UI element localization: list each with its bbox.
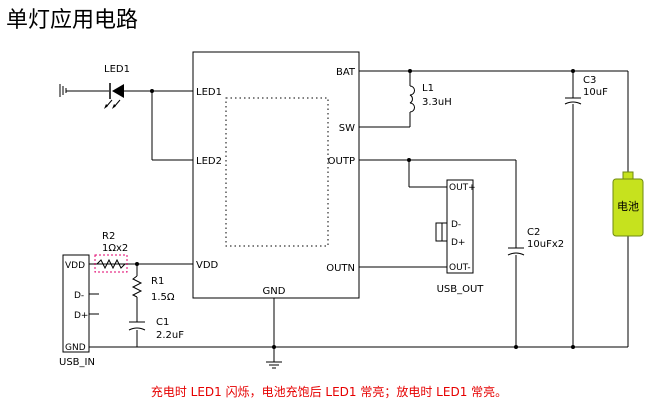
c3-ref: C3: [583, 75, 596, 86]
ground-icon: [266, 361, 282, 369]
usb-in-pin-4: GND: [65, 343, 86, 353]
c2-value: 10uFx2: [527, 239, 564, 250]
r1-ref: R1: [151, 276, 164, 287]
page-title: 单灯应用电路: [6, 8, 138, 33]
pin-gnd: GND: [263, 286, 286, 297]
usb-in-body: [62, 254, 90, 353]
pin-bat: BAT: [336, 67, 356, 78]
resistor-r1-icon: [131, 275, 143, 298]
usb-in-pin-3: D+: [74, 311, 88, 321]
wires: [59, 70, 629, 362]
usb-in-pin-1: VDD: [65, 261, 85, 271]
resistor-r2-icon: [96, 258, 126, 270]
l1-ref: L1: [422, 83, 434, 94]
usb-out-pin-3: D+: [451, 238, 465, 248]
c1-ref: C1: [156, 317, 169, 328]
usb-out-pin-4: OUT-: [449, 263, 471, 273]
pin-vdd: VDD: [196, 260, 219, 271]
pin-outn: OUTN: [326, 263, 355, 274]
usb-out-pin-1: OUT+: [449, 183, 476, 193]
led-label: LED1: [104, 64, 130, 75]
c1-value: 2.2uF: [156, 330, 184, 341]
capacitor-c2-icon: [507, 247, 525, 256]
junction-dots: [135, 69, 575, 349]
pin-led2: LED2: [196, 156, 222, 167]
c3-value: 10uF: [583, 87, 608, 98]
battery-label: 电池: [617, 200, 639, 213]
inductor-icon: [409, 85, 415, 113]
ic-body: [192, 51, 360, 299]
pin-led1: LED1: [196, 87, 222, 98]
usb-in-label: USB_IN: [59, 357, 95, 368]
r2-ref: R2: [102, 231, 115, 242]
caption: 充电时 LED1 闪烁，电池充饱后 LED1 常亮；放电时 LED1 常亮。: [151, 384, 507, 399]
battery-icon: [612, 178, 644, 237]
usb-in-pin-2: D-: [74, 291, 84, 301]
c2-ref: C2: [527, 227, 540, 238]
capacitor-c1-icon: [128, 321, 146, 331]
pin-sw: SW: [339, 123, 355, 134]
r2-value: 1Ωx2: [102, 243, 128, 254]
usb-out-label: USB_OUT: [437, 284, 485, 295]
usb-out-body: [446, 179, 474, 274]
r1-value: 1.5Ω: [151, 292, 175, 303]
led-icon: [104, 83, 124, 109]
capacitor-c3-icon: [564, 97, 582, 105]
ic-thermal-pad: [225, 97, 329, 247]
r2-highlight-box: [94, 254, 128, 273]
usb-out-pin-2: D-: [451, 220, 461, 230]
l1-value: 3.3uH: [422, 97, 452, 108]
pin-outp: OUTP: [328, 156, 355, 167]
usb-out-connector-icon: [435, 222, 443, 242]
